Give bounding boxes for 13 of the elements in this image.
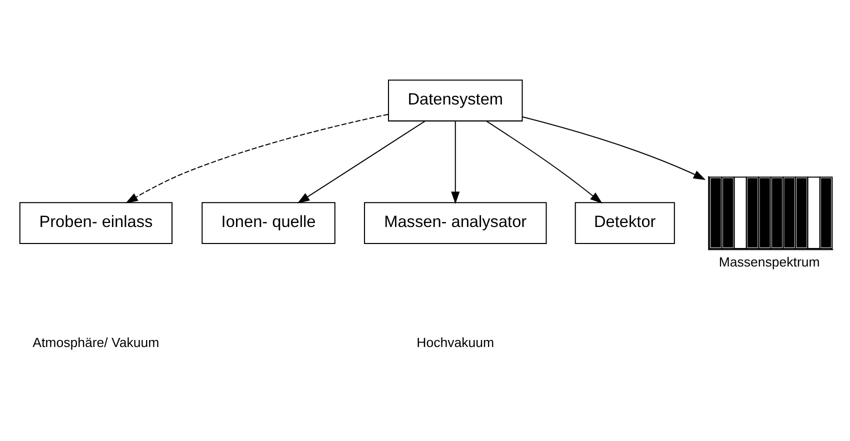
- node-box: Detektor: [574, 202, 675, 244]
- label: Hochvakuum: [416, 334, 494, 350]
- arrow: [126, 113, 388, 203]
- arrow: [522, 116, 706, 180]
- node-box: Datensystem: [388, 79, 523, 121]
- arrow: [297, 120, 426, 203]
- node-box: Massen- analysator: [364, 202, 547, 244]
- node-label: Massenspektrum: [718, 254, 820, 269]
- arrow: [451, 120, 460, 204]
- arrow: [486, 120, 602, 203]
- node-box: Proben- einlass: [19, 202, 173, 244]
- node-box: Ionen- quelle: [202, 202, 336, 244]
- label: Atmosphäre/ Vakuum: [32, 334, 160, 350]
